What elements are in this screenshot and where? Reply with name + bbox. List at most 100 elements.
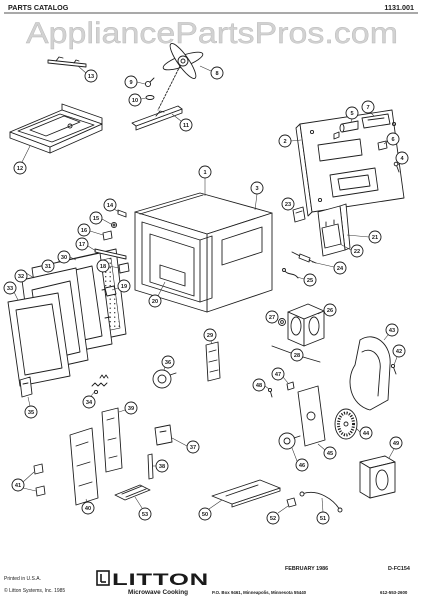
callout-52: 52 bbox=[266, 511, 280, 525]
svg-text:47: 47 bbox=[275, 372, 281, 378]
svg-text:30: 30 bbox=[61, 255, 67, 261]
part-24-diode bbox=[291, 251, 317, 264]
svg-text:35: 35 bbox=[28, 410, 34, 416]
svg-text:15: 15 bbox=[93, 216, 99, 222]
part-43-blower-housing bbox=[349, 336, 391, 411]
svg-text:10: 10 bbox=[132, 98, 138, 104]
catalog-title: PARTS CATALOG bbox=[8, 3, 69, 12]
callout-18: 18 bbox=[96, 259, 110, 273]
svg-text:24: 24 bbox=[337, 266, 344, 272]
svg-text:46: 46 bbox=[299, 463, 305, 469]
part-25-wire bbox=[282, 268, 299, 279]
svg-text:31: 31 bbox=[45, 264, 51, 270]
callout-11: 11 bbox=[179, 118, 193, 132]
callout-4: 4 bbox=[395, 151, 409, 165]
callout-27: 27 bbox=[265, 310, 279, 324]
part-7-plate bbox=[361, 113, 391, 129]
callout-34: 34 bbox=[82, 395, 96, 409]
callout-23: 23 bbox=[281, 197, 295, 211]
callout-13: 13 bbox=[84, 69, 98, 83]
svg-text:17: 17 bbox=[79, 242, 85, 248]
part-10-washer bbox=[145, 95, 155, 100]
callout-32: 32 bbox=[14, 269, 28, 283]
svg-text:5: 5 bbox=[350, 111, 353, 117]
callout-51: 51 bbox=[316, 511, 330, 525]
svg-text:13: 13 bbox=[88, 74, 94, 80]
part-45-bracket-plate bbox=[297, 385, 326, 447]
part-17-rod bbox=[94, 248, 127, 260]
svg-text:50: 50 bbox=[202, 512, 208, 518]
callout-15: 15 bbox=[89, 211, 103, 225]
callout-44: 44 bbox=[359, 426, 373, 440]
catalog-footer: Printed in U.S.A. © Litton Systems, Inc.… bbox=[4, 566, 410, 596]
svg-text:9: 9 bbox=[129, 80, 132, 86]
part-18-hinge bbox=[118, 262, 130, 274]
part-47-clip bbox=[286, 381, 295, 391]
part-28-wire bbox=[271, 345, 321, 363]
leader-lines bbox=[13, 65, 401, 514]
part-40-bracket bbox=[69, 427, 99, 506]
callout-30: 30 bbox=[57, 250, 71, 264]
svg-text:40: 40 bbox=[85, 506, 91, 512]
callout-43: 43 bbox=[385, 323, 399, 337]
svg-text:18: 18 bbox=[100, 264, 106, 270]
part-29-switch-assembly bbox=[205, 341, 221, 382]
svg-text:39: 39 bbox=[128, 406, 134, 412]
part-33-outer-door bbox=[7, 292, 71, 387]
svg-text:26: 26 bbox=[327, 308, 333, 314]
svg-text:49: 49 bbox=[393, 441, 399, 447]
svg-text:44: 44 bbox=[363, 431, 370, 437]
part-1-cabinet bbox=[134, 192, 273, 313]
svg-text:42: 42 bbox=[396, 349, 402, 355]
callout-25: 25 bbox=[303, 273, 317, 287]
svg-text:43: 43 bbox=[389, 328, 395, 334]
part-9-knob bbox=[144, 77, 155, 88]
svg-text:32: 32 bbox=[18, 274, 24, 280]
callout-28: 28 bbox=[290, 348, 304, 362]
callout-9: 9 bbox=[124, 75, 138, 89]
part-41-knobs bbox=[33, 463, 46, 497]
callout-46: 46 bbox=[295, 458, 309, 472]
svg-text:48: 48 bbox=[256, 383, 262, 389]
svg-text:4: 4 bbox=[400, 156, 404, 162]
callout-17: 17 bbox=[75, 237, 89, 251]
callout-39: 39 bbox=[124, 401, 138, 415]
callout-8: 8 bbox=[210, 66, 224, 80]
part-49-transformer bbox=[359, 455, 396, 499]
callout-50: 50 bbox=[198, 507, 212, 521]
callout-12: 12 bbox=[13, 161, 27, 175]
svg-text:28: 28 bbox=[294, 353, 300, 359]
company-phone: 612-553-2600 bbox=[380, 590, 408, 595]
callout-3: 3 bbox=[250, 181, 264, 195]
part-36-motor bbox=[152, 369, 177, 389]
publication-date: FEBRUARY 1986 bbox=[285, 566, 328, 572]
callout-38: 38 bbox=[155, 459, 169, 473]
part-6-clip bbox=[377, 140, 388, 151]
svg-text:53: 53 bbox=[142, 512, 148, 518]
svg-text:8: 8 bbox=[215, 71, 218, 77]
callout-47: 47 bbox=[271, 367, 285, 381]
svg-text:11: 11 bbox=[183, 123, 189, 129]
svg-text:29: 29 bbox=[207, 333, 213, 339]
callout-35: 35 bbox=[24, 405, 38, 419]
callout-26: 26 bbox=[323, 303, 337, 317]
svg-text:37: 37 bbox=[190, 445, 196, 451]
part-8-fan-blade bbox=[157, 43, 204, 111]
svg-text:14: 14 bbox=[107, 203, 114, 209]
brand-tagline: Microwave Cooking bbox=[128, 589, 188, 596]
svg-text:33: 33 bbox=[7, 286, 13, 292]
svg-text:7: 7 bbox=[366, 105, 369, 111]
part-14-clip bbox=[117, 209, 127, 218]
callout-53: 53 bbox=[138, 507, 152, 521]
callout-6: 6 bbox=[386, 132, 400, 146]
part-12-base-tray bbox=[9, 103, 103, 154]
part-20-cavity-plate bbox=[159, 264, 186, 287]
part-48-screw bbox=[267, 387, 273, 398]
svg-text:6: 6 bbox=[391, 137, 394, 143]
part-35-latch bbox=[19, 376, 33, 398]
svg-text:12: 12 bbox=[17, 166, 23, 172]
part-52-fuse bbox=[286, 497, 297, 508]
svg-text:25: 25 bbox=[307, 278, 313, 284]
part-2-rear-panel bbox=[295, 109, 405, 217]
